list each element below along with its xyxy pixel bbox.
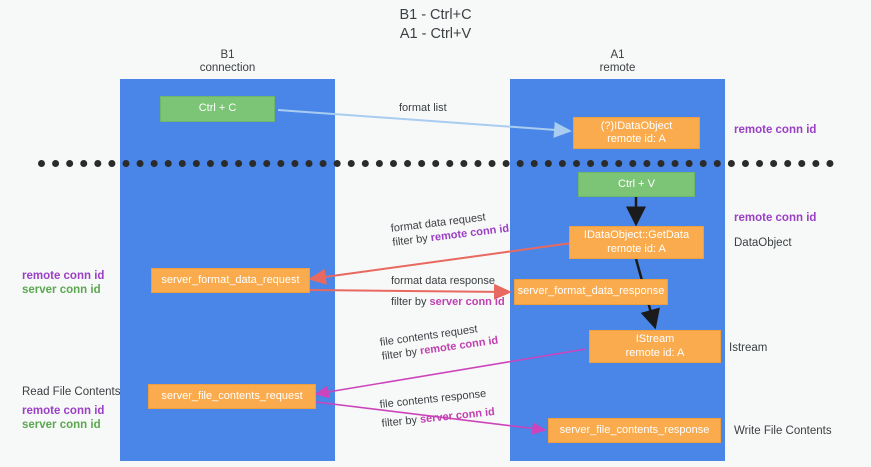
node-idataobject-getdata[interactable]: IDataObject::GetData remote id: A: [569, 226, 704, 259]
side-label-left-server-conn-id-bottom: server conn id: [22, 419, 101, 431]
filter-key-server-conn-id: server conn id: [429, 296, 505, 308]
column-header-a1-role: remote: [599, 62, 636, 74]
node-server-file-contents-response[interactable]: server_file_contents_response: [548, 418, 721, 443]
phase-divider: [38, 160, 834, 167]
node-ctrl-v[interactable]: Ctrl + V: [578, 172, 695, 197]
side-label-left-remote-conn-id-bottom: remote conn id: [22, 405, 105, 417]
node-idataobject-line2: remote id: A: [607, 133, 666, 145]
edge-label-file-contents-response: file contents response filter by server …: [379, 386, 496, 431]
side-label-istream: Istream: [729, 342, 768, 354]
node-server-file-contents-request[interactable]: server_file_contents_request: [148, 384, 316, 409]
column-header-b1-name: B1: [220, 49, 235, 61]
side-label-left-remote-conn-id-mid: remote conn id: [22, 270, 105, 282]
node-idataobject[interactable]: (?)IDataObject remote id: A: [573, 117, 700, 149]
column-header-b1-role: connection: [199, 62, 256, 74]
edge-label-file-contents-request: file contents request filter by remote c…: [379, 320, 499, 364]
side-label-write-file-contents: Write File Contents: [734, 425, 832, 437]
filter-key-server-conn-id-2: server conn id: [419, 406, 496, 426]
node-ctrl-c[interactable]: Ctrl + C: [160, 96, 275, 122]
node-server-file-contents-request-label: server_file_contents_request: [161, 389, 303, 402]
edge-label-format-data-response-filter: filter by server conn id: [391, 296, 505, 308]
edge-label-format-list: format list: [399, 102, 447, 114]
node-idataobject-line1: (?)IDataObject: [600, 119, 673, 132]
node-ctrl-c-label: Ctrl + C: [198, 102, 237, 115]
node-istream-line1: IStream: [635, 333, 675, 345]
node-server-format-data-request[interactable]: server_format_data_request: [151, 268, 310, 293]
title-line-2: A1 - Ctrl+V: [399, 26, 472, 42]
title-line-1: B1 - Ctrl+C: [399, 7, 472, 23]
node-istream[interactable]: IStream remote id: A: [589, 330, 721, 363]
node-server-format-data-request-label: server_format_data_request: [161, 273, 300, 286]
edge-label-format-data-response-main: format data response: [391, 275, 495, 287]
node-istream-line2: remote id: A: [625, 346, 685, 359]
edge-label-format-data-response: format data response filter by server co…: [391, 274, 505, 309]
side-label-read-file-contents: Read File Contents: [22, 386, 121, 398]
node-server-format-data-response-label: server_format_data_response: [517, 285, 665, 298]
side-label-dataobject: DataObject: [734, 237, 792, 249]
side-label-remote-conn-id-top: remote conn id: [734, 124, 817, 136]
node-getdata-line2: remote id: A: [607, 242, 666, 255]
side-label-left-server-conn-id-mid: server conn id: [22, 284, 101, 296]
column-header-a1-name: A1: [610, 49, 625, 61]
node-server-format-data-response[interactable]: server_format_data_response: [514, 279, 668, 305]
column-header-a1: A1 remote: [510, 49, 725, 75]
side-label-remote-conn-id-mid: remote conn id: [734, 212, 817, 224]
page-title: B1 - Ctrl+C A1 - Ctrl+V: [0, 6, 871, 44]
edge-label-format-data-request: format data request filter by remote con…: [390, 208, 510, 250]
node-ctrl-v-label: Ctrl + V: [618, 177, 655, 190]
node-getdata-line1: IDataObject::GetData: [583, 229, 690, 241]
node-server-file-contents-response-label: server_file_contents_response: [559, 423, 710, 436]
column-header-b1: B1 connection: [120, 49, 335, 75]
